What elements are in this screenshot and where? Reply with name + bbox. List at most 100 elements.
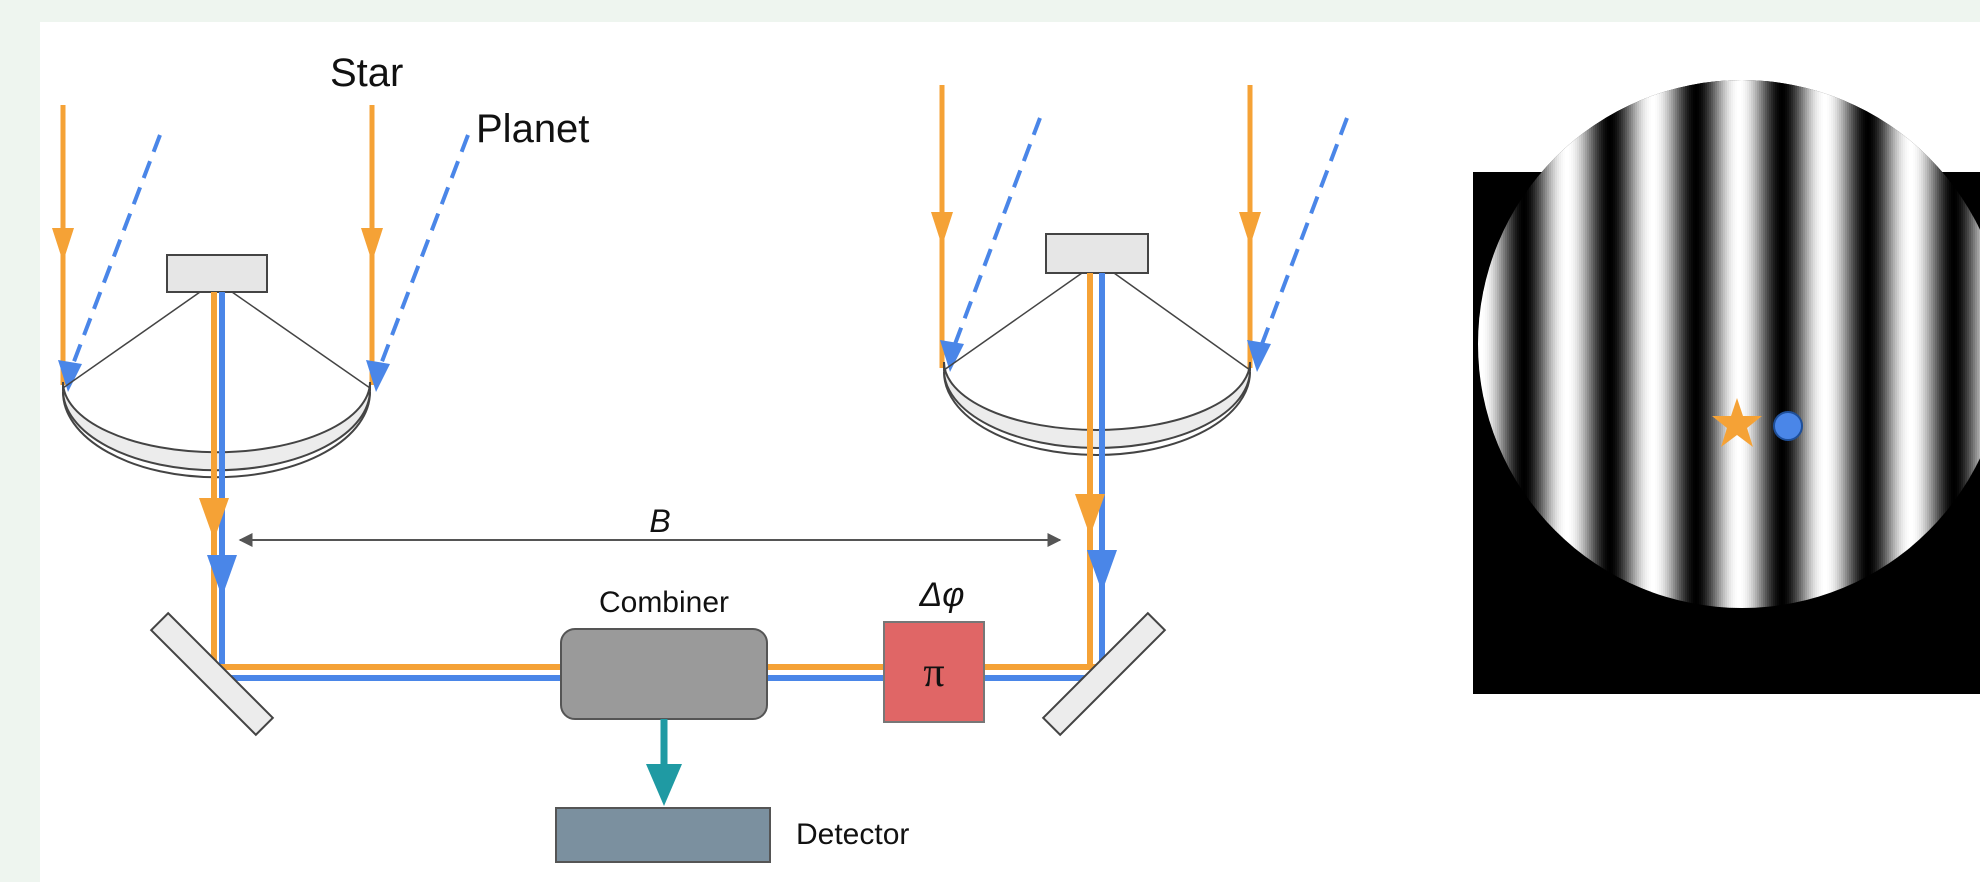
fringe-stripe — [1785, 80, 1788, 608]
fringe-stripe — [1667, 80, 1670, 608]
fringe-stripe — [1501, 80, 1504, 608]
left-beam-path — [199, 292, 563, 681]
arrow-down-icon — [1075, 494, 1105, 536]
fringe-stripe — [1815, 80, 1818, 608]
fringe-stripe — [1871, 80, 1874, 608]
fringe-stripe — [1571, 80, 1574, 608]
fringe-stripe — [1671, 80, 1674, 608]
fringe-stripe — [1935, 80, 1938, 608]
fringe-stripe — [1793, 80, 1796, 608]
fringe-stripe — [1699, 80, 1702, 608]
fringe-stripe — [1951, 80, 1954, 608]
fringe-stripe — [1923, 80, 1926, 608]
detector-box — [555, 807, 771, 863]
fringe-stripe — [1857, 80, 1860, 608]
fringe-stripe — [1869, 80, 1872, 608]
fringe-stripe — [1551, 80, 1554, 608]
fringe-stripe — [1949, 80, 1952, 608]
fringe-stripe — [1533, 80, 1536, 608]
fringe-stripe — [1733, 80, 1736, 608]
fringe-stripe — [1753, 80, 1756, 608]
fringe-stripe — [1881, 80, 1884, 608]
fringe-stripe — [1513, 80, 1516, 608]
combiner-box — [560, 628, 768, 720]
fringe-stripe — [1641, 80, 1644, 608]
fringe-stripe — [1685, 80, 1688, 608]
fringe-stripe — [1903, 80, 1906, 608]
fringe-stripe — [1847, 80, 1850, 608]
fringe-stripe — [1927, 80, 1930, 608]
fringe-stripe — [1561, 80, 1564, 608]
right-fold-mirror — [1041, 611, 1167, 737]
left-planet-beam-1 — [68, 134, 162, 373]
fringe-stripe — [1919, 80, 1922, 608]
fringe-stripe — [1481, 80, 1484, 608]
baseline-label: B — [649, 503, 670, 539]
fringe-stripe — [1505, 80, 1508, 608]
fringe-stripe — [1593, 80, 1596, 608]
fringe-stripe — [1539, 80, 1542, 608]
fringe-stripe — [1717, 80, 1720, 608]
fringe-stripe — [1977, 80, 1980, 608]
fringe-pattern — [1473, 80, 1980, 694]
fringe-stripe — [1495, 80, 1498, 608]
star-icon — [1712, 398, 1762, 447]
fringe-stripe — [1831, 80, 1834, 608]
fringe-stripe — [1677, 80, 1680, 608]
primary-mirror — [943, 361, 1251, 449]
fringe-stripe — [1559, 80, 1562, 608]
fringe-stripe — [1731, 80, 1734, 608]
fringe-stripe — [1725, 80, 1728, 608]
fringe-stripe — [1573, 80, 1576, 608]
fringe-stripe — [1695, 80, 1698, 608]
fringe-stripe — [1757, 80, 1760, 608]
fringe-stripe — [1873, 80, 1876, 608]
fringe-stripe — [1619, 80, 1622, 608]
fringe-stripe — [1497, 80, 1500, 608]
fringe-stripe — [1821, 80, 1824, 608]
fringe-stripe — [1595, 80, 1598, 608]
fringe-stripe — [1761, 80, 1764, 608]
fringe-stripe — [1739, 80, 1742, 608]
fringe-stripe — [1607, 80, 1610, 608]
fringe-stripe — [1613, 80, 1616, 608]
fringe-stripe — [1729, 80, 1732, 608]
fringe-stripe — [1813, 80, 1816, 608]
arrow-icon — [58, 360, 82, 392]
fringe-stripe — [1967, 80, 1970, 608]
fringe-stripe — [1969, 80, 1972, 608]
fringe-stripe — [1503, 80, 1506, 608]
fringe-stripe — [1563, 80, 1566, 608]
fringe-stripe — [1511, 80, 1514, 608]
fringe-stripe — [1635, 80, 1638, 608]
fringe-stripe — [1861, 80, 1864, 608]
circle-icon — [1773, 411, 1803, 441]
fringe-stripe — [1515, 80, 1518, 608]
arrow-down-icon — [361, 228, 383, 262]
fringe-stripe — [1971, 80, 1974, 608]
fringe-stripe — [1809, 80, 1812, 608]
fringe-stripe — [1587, 80, 1590, 608]
secondary-mirror — [1045, 233, 1149, 274]
fringe-stripe — [1895, 80, 1898, 608]
phase-shift-label: Δφ — [919, 576, 965, 614]
right-planet-beam-2 — [1257, 117, 1349, 353]
fringe-stripe — [1485, 80, 1488, 608]
fringe-stripe — [1749, 80, 1752, 608]
fringe-stripe — [1779, 80, 1782, 608]
fringe-stripe — [1835, 80, 1838, 608]
fringe-stripe — [1625, 80, 1628, 608]
fringe-stripe — [1643, 80, 1646, 608]
fringe-stripe — [1827, 80, 1830, 608]
arrow-down-icon — [207, 555, 237, 597]
fringe-stripe — [1701, 80, 1704, 608]
fringe-stripe — [1709, 80, 1712, 608]
fringe-stripe — [1837, 80, 1840, 608]
arrow-down-icon — [199, 498, 229, 540]
fringe-stripe — [1621, 80, 1624, 608]
detector-label: Detector — [796, 818, 909, 851]
fringe-stripe — [1819, 80, 1822, 608]
arrow-down-icon — [52, 228, 74, 262]
planet-label: Planet — [476, 107, 589, 151]
fringe-stripe — [1789, 80, 1792, 608]
